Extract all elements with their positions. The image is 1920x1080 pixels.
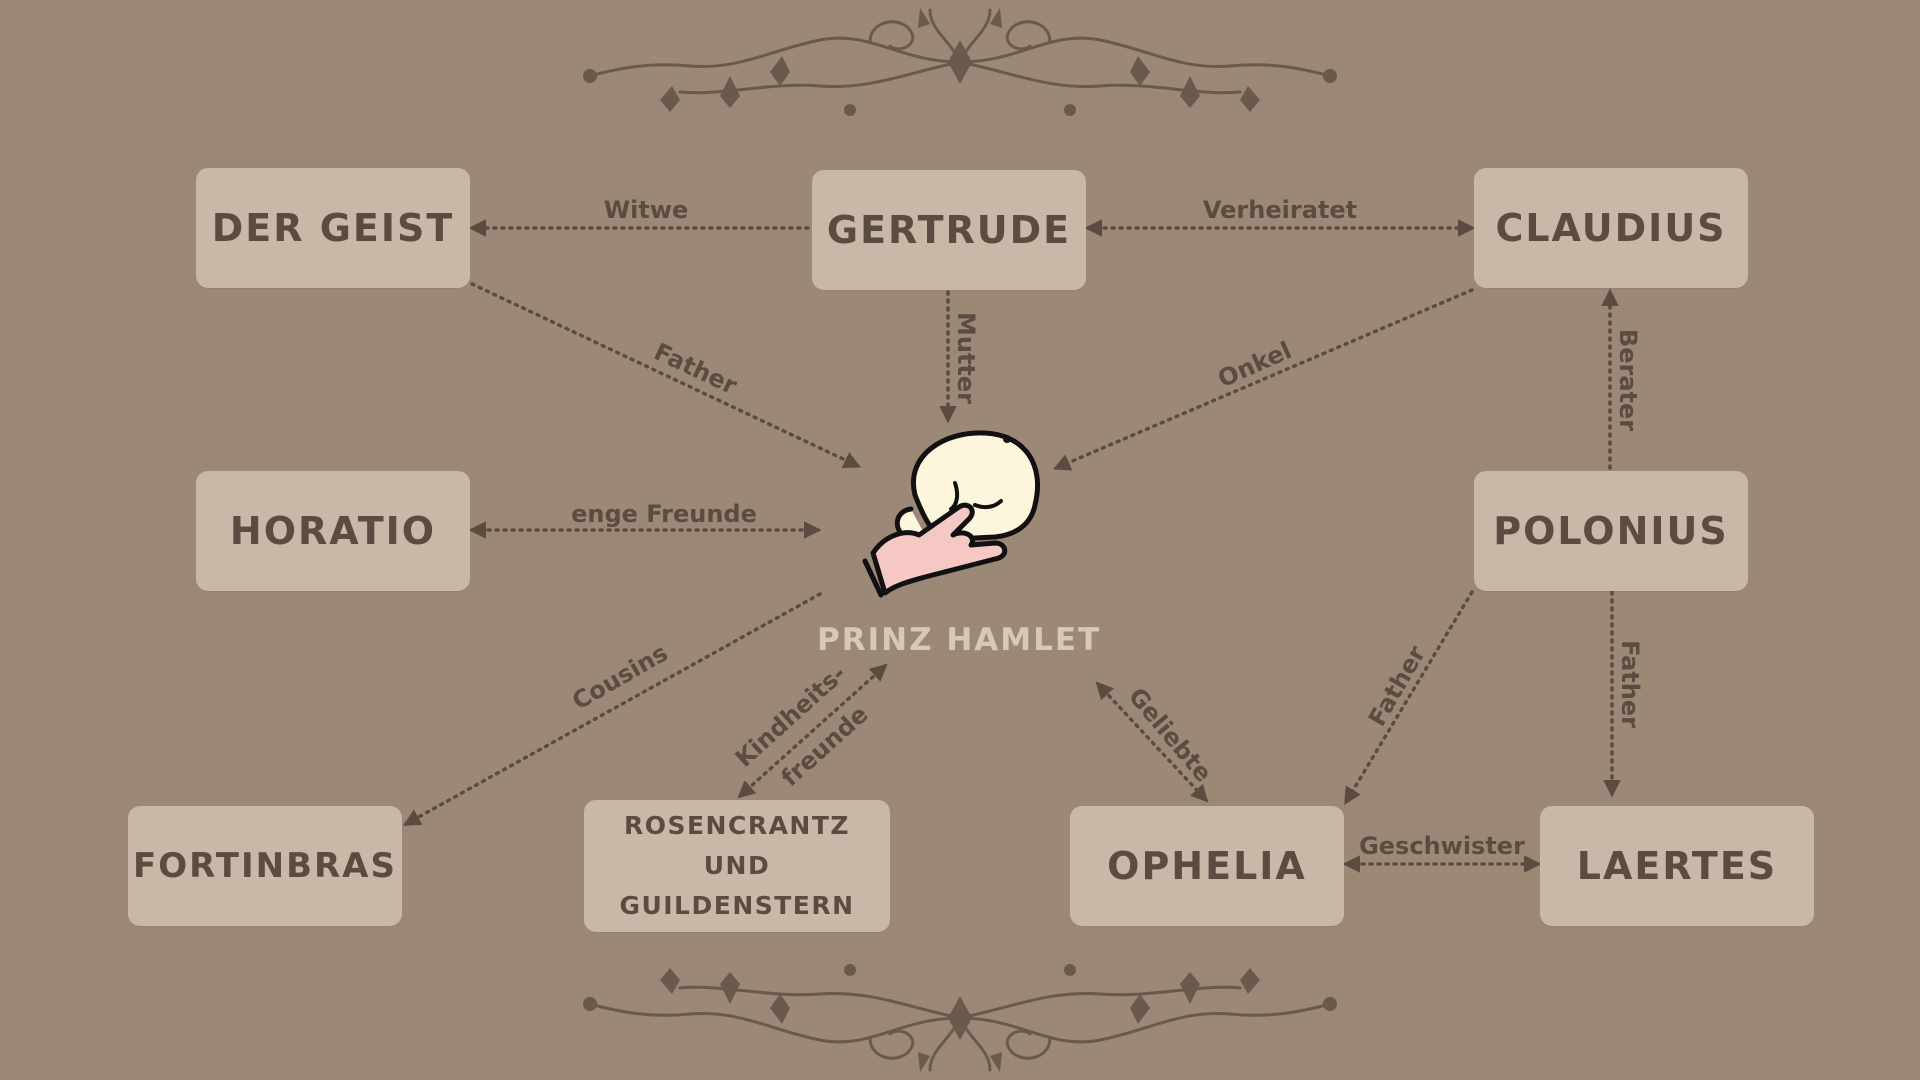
node-der-geist: DER GEIST <box>196 168 470 288</box>
node-claudius: CLAUDIUS <box>1474 168 1748 288</box>
node-label-line1: ROSENCRANTZ <box>623 811 851 840</box>
node-laertes: LAERTES <box>1540 806 1814 926</box>
node-gertrude: GERTRUDE <box>812 170 1086 290</box>
node-label: LAERTES <box>1576 844 1778 888</box>
edge-label-verheiratet: Verheiratet <box>1203 196 1357 224</box>
edge-onkel <box>1052 288 1474 471</box>
edge-father-geist <box>470 282 862 468</box>
node-polonius: POLONIUS <box>1474 471 1748 591</box>
top-flourish-ornament <box>583 8 1337 116</box>
node-label: ROSENCRANTZ UND GUILDENSTERN <box>584 806 890 926</box>
edge-label-mutter: Mutter <box>952 312 980 404</box>
edge-kindheitsfreunde <box>737 663 888 799</box>
edge-label-onkel: Onkel <box>1214 336 1296 393</box>
edge-label-berater: Berater <box>1614 329 1642 431</box>
edge-geliebte <box>1095 681 1209 803</box>
bottom-flourish-ornament <box>583 964 1337 1072</box>
edge-label-geschwister: Geschwister <box>1359 832 1525 860</box>
node-ophelia: OPHELIA <box>1070 806 1344 926</box>
node-label: HORATIO <box>229 509 437 553</box>
node-label-line2: UND GUILDENSTERN <box>619 851 855 920</box>
node-label: CLAUDIUS <box>1495 206 1727 250</box>
node-label: DER GEIST <box>211 206 455 250</box>
edge-label-enge-freunde: enge Freunde <box>571 500 757 528</box>
node-label: POLONIUS <box>1493 509 1729 553</box>
edge-label-geliebte: Geliebte <box>1123 682 1217 787</box>
node-label: GERTRUDE <box>826 208 1072 252</box>
edge-label-father-polonius-laertes: Father <box>1616 640 1644 728</box>
node-fortinbras: FORTINBRAS <box>128 806 402 926</box>
node-horatio: HORATIO <box>196 471 470 591</box>
node-label: OPHELIA <box>1107 844 1307 888</box>
skull-in-hand-icon <box>862 430 1041 598</box>
node-label: FORTINBRAS <box>133 846 397 886</box>
edge-label-witwe: Witwe <box>604 196 689 224</box>
node-rosencrantz-und-guildenstern: ROSENCRANTZ UND GUILDENSTERN <box>584 800 890 932</box>
edge-father-polonius-ophelia <box>1344 590 1474 806</box>
edge-label-cousins: Cousins <box>567 639 672 716</box>
edge-cousins <box>402 592 822 826</box>
center-label-prinz-hamlet: PRINZ HAMLET <box>817 622 1102 658</box>
